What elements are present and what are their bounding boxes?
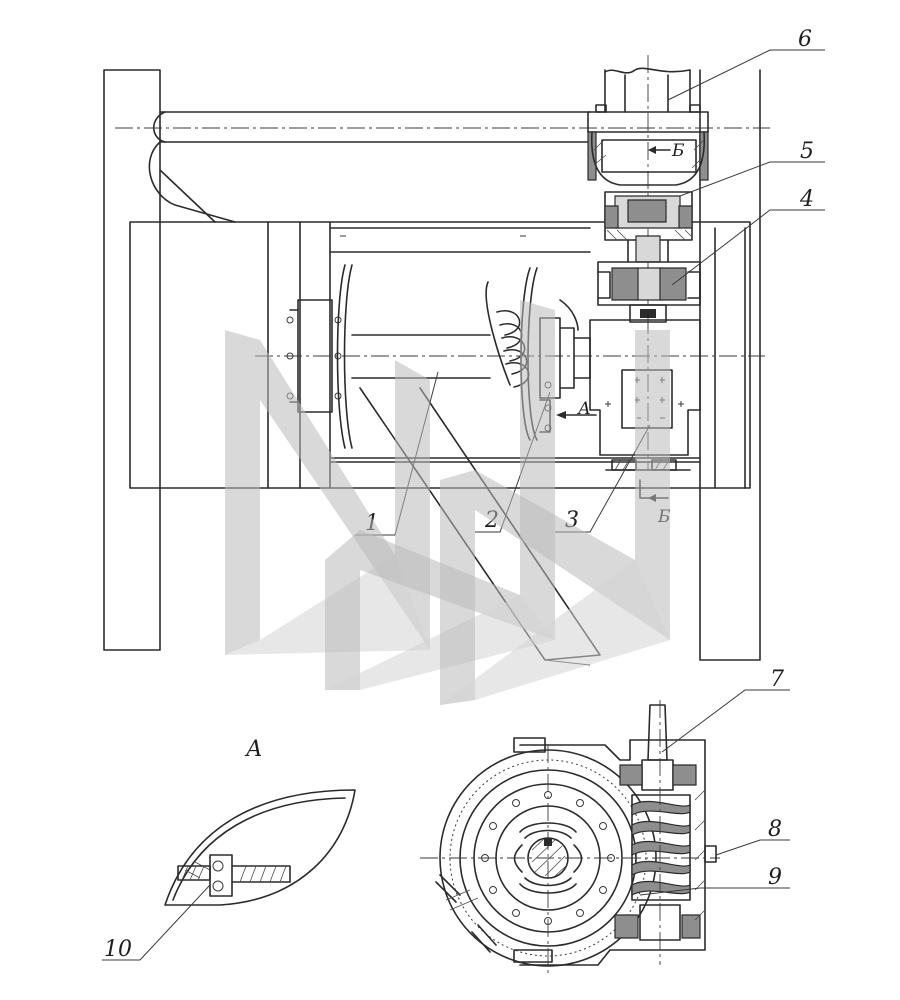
- view-a: А 10: [102, 737, 356, 962]
- callout-5: 5: [679, 139, 825, 197]
- callout-8-label: 8: [768, 817, 782, 842]
- shaft: [351, 334, 491, 379]
- section-mark-b-top: Б: [648, 141, 685, 161]
- callout-7-label: 7: [770, 667, 784, 692]
- callout-5-label: 5: [800, 139, 814, 164]
- section-b-top-label: Б: [671, 141, 685, 161]
- section-a-arrow-label: А: [577, 399, 591, 419]
- callout-4-label: 4: [799, 187, 814, 212]
- worm-gear-section: [420, 689, 790, 975]
- section-mark-a: А: [556, 399, 597, 419]
- callout-6: 6: [667, 27, 825, 101]
- callout-6-label: 6: [798, 27, 812, 52]
- vertical-drive: [587, 67, 709, 323]
- view-a-title: А: [244, 737, 263, 762]
- callout-9-label: 9: [768, 865, 782, 890]
- gear-bolt-holes: [481, 791, 615, 925]
- watermark-logo: [225, 300, 670, 705]
- callout-4: 4: [671, 187, 825, 286]
- callout-10-label: 10: [104, 937, 132, 962]
